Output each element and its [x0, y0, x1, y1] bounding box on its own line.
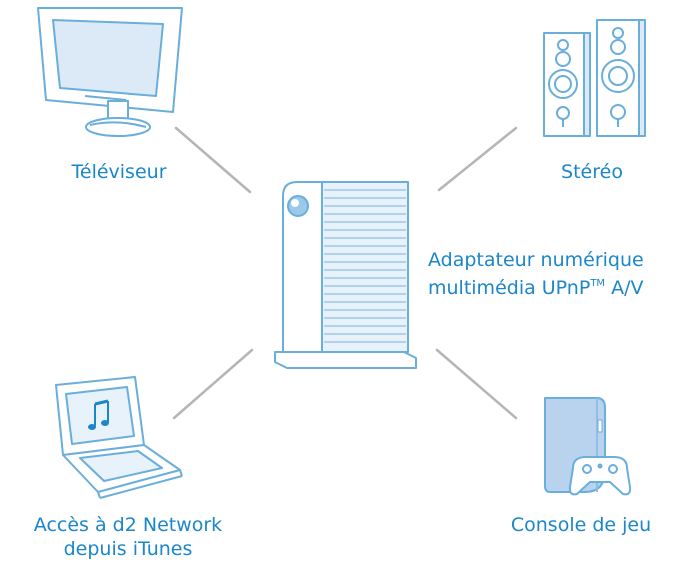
label-adapter-line2-main: multimédia UPnP	[428, 277, 591, 299]
label-adapter-trademark: TM	[590, 278, 606, 289]
connectors	[172, 126, 518, 420]
label-tv: Téléviseur	[71, 161, 167, 183]
label-adapter-suffix: A/V	[605, 277, 644, 299]
label-adapter-line2: multimédia UPnPTM A/V	[428, 272, 644, 300]
television-icon	[37, 7, 183, 137]
label-laptop-line1: Accès à d2 Network	[33, 514, 223, 536]
label-adapter-line1: Adaptateur numérique	[428, 249, 644, 271]
connector-tv	[174, 126, 252, 194]
music-note-icon	[88, 399, 109, 430]
connector-stereo	[437, 126, 518, 192]
hard-drive-icon	[274, 181, 417, 369]
label-adapter: Adaptateur numérique multimédia UPnPTM A…	[428, 248, 644, 300]
speakers-icon	[543, 19, 646, 137]
label-laptop: Accès à d2 Network depuis iTunes	[8, 513, 248, 561]
gamepad-icon	[568, 456, 632, 496]
label-laptop-line2: depuis iTunes	[63, 538, 193, 560]
laptop-icon	[55, 376, 183, 499]
connector-console	[435, 348, 518, 420]
connector-laptop	[172, 348, 254, 420]
label-console: Console de jeu	[510, 514, 652, 536]
label-stereo: Stéréo	[561, 161, 623, 183]
